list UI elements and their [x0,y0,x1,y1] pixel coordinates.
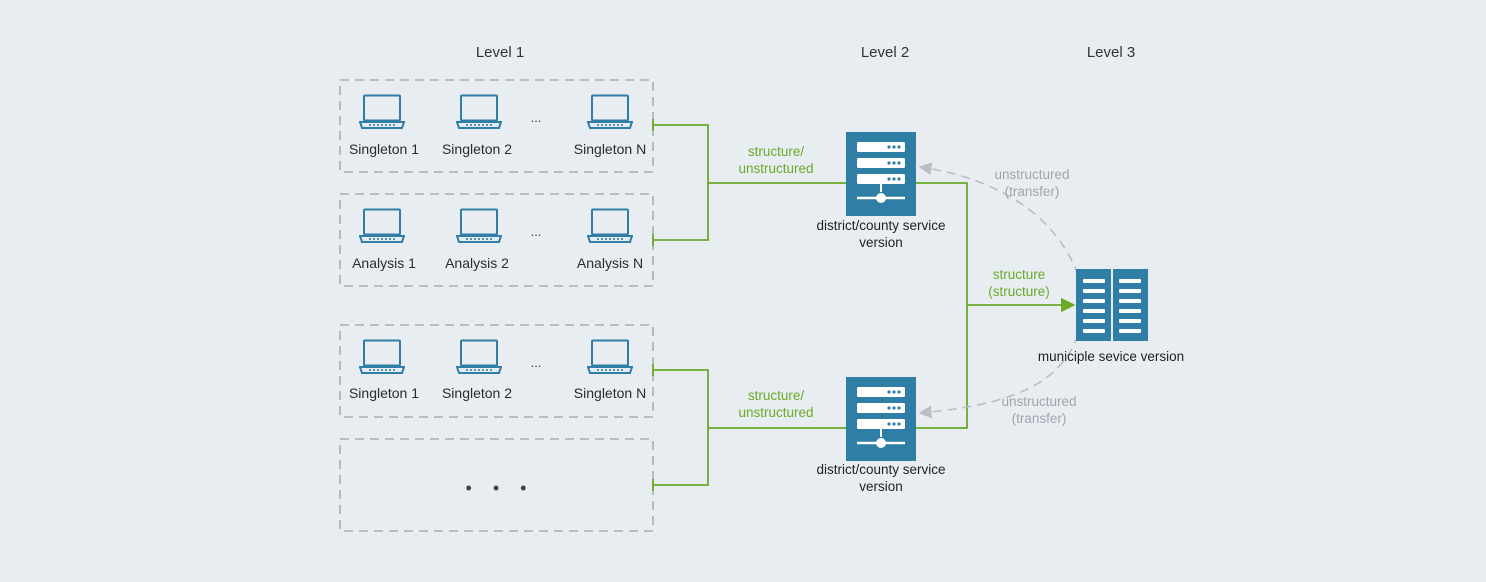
link-label-municipal: structure (structure) [988,267,1050,299]
connector-singleton-top [653,124,709,241]
server-cabinet-icon [1076,269,1148,341]
group-box-more [339,438,654,532]
ellipsis: ... [530,355,542,370]
group-box-analysis [339,193,654,287]
group-box-singleton-top [339,79,654,173]
laptop-icon [359,339,405,374]
device-group-1 [359,94,633,243]
level-3-heading: Level 3 [1086,44,1136,61]
laptop-icon [359,208,405,243]
device-label: Singleton 2 [441,385,513,401]
device-label: Singleton 1 [348,141,420,157]
link-label-top: structure/ unstructured [738,144,814,176]
device-label: Singleton N [573,385,647,401]
laptop-icon [587,339,633,374]
laptop-icon [587,208,633,243]
district-server-label-bottom: district/county service version [816,462,946,494]
district-server-label-top: district/county service version [816,218,946,250]
device-label: Singleton 1 [348,385,420,401]
device-label: Analysis 1 [352,255,416,271]
laptop-icon [456,339,502,374]
ellipsis: ... [530,224,542,239]
ellipsis: ... [530,110,542,125]
device-label: Analysis N [576,255,644,271]
connector-singleton-bottom [653,369,709,486]
more-devices-dots: • • • [465,478,535,498]
level-2-heading: Level 2 [860,44,910,61]
device-label: Singleton N [573,141,647,157]
device-label: Analysis 2 [445,255,509,271]
laptop-icon [587,94,633,129]
transfer-arrow-bottom [918,334,1079,419]
transfer-label-top: unstructured (transfer) [994,167,1070,199]
laptop-icon [359,94,405,129]
device-label: Singleton 2 [441,141,513,157]
transfer-arrow-top [918,162,1079,276]
laptop-icon [456,94,502,129]
municipal-server-label: municiple sevice version [1037,349,1185,364]
device-group-2 [359,339,633,374]
server-rack-icon [846,377,916,461]
link-label-bottom: structure/ unstructured [738,388,814,420]
level-1-heading: Level 1 [475,44,525,61]
server-rack-icon [846,132,916,216]
laptop-icon [456,208,502,243]
transfer-label-bottom: unstructured (transfer) [1001,394,1077,426]
group-box-singleton-bottom [339,324,654,418]
